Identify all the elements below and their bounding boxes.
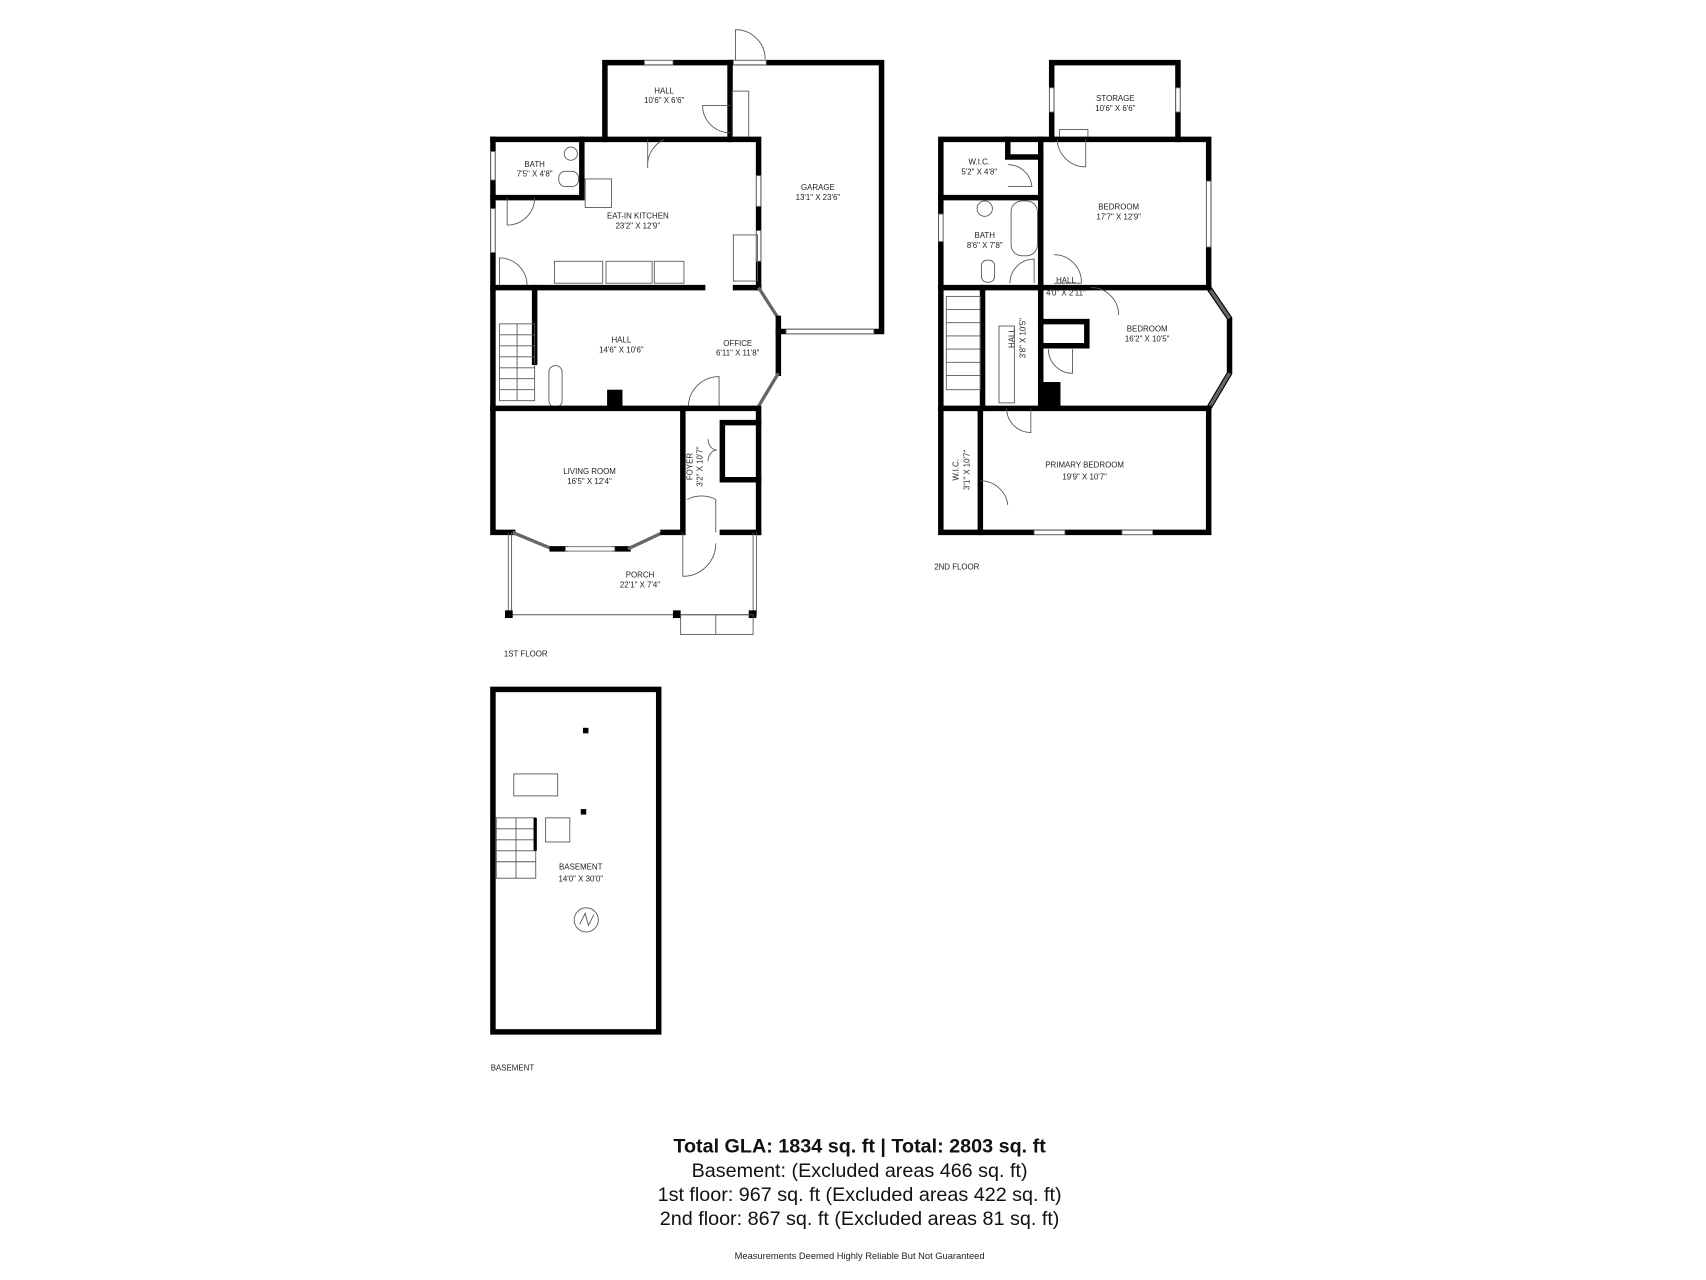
first-floor-plan: HALL 10'6" X 6'6" GARAGE 13'1" X 23'6" B… [490, 29, 885, 658]
room-name: HALL [654, 86, 674, 95]
floor-label: 1ST FLOOR [504, 649, 548, 658]
room-name: PRIMARY BEDROOM [1045, 461, 1124, 470]
room-name: LIVING ROOM [563, 467, 616, 476]
room-name: BEDROOM [1127, 325, 1168, 334]
room-name: W.I.C. [951, 459, 960, 480]
room-name: OFFICE [723, 339, 752, 348]
door-icon [702, 104, 731, 134]
room-name: HALL [611, 336, 631, 345]
first-floor-area: 1st floor: 967 sq. ft (Excluded areas 42… [658, 1184, 1062, 1206]
room-dims: 16'5" X 12'4" [567, 477, 612, 486]
room-dims: 3'1" X 10'7" [962, 450, 971, 490]
room-dims: 13'1" X 23'6" [796, 193, 841, 202]
floor-label: BASEMENT [491, 1063, 535, 1072]
water-heater-icon [573, 907, 599, 933]
porch [505, 532, 757, 635]
room-name: GARAGE [801, 183, 835, 192]
room-dims: 3'8" X 10'5" [1018, 318, 1027, 358]
room-name: BATH [974, 231, 995, 240]
second-floor-plan: STORAGE 10'6" X 6'6" W.I.C. 5'2" X 4'8" … [934, 59, 1233, 572]
room-dims: 22'1" X 7'4" [620, 580, 660, 589]
room-dims: 19'9" X 10'7" [1062, 473, 1107, 482]
room-dims: 4'0" X 2'11" [1046, 288, 1086, 297]
disclaimer: Measurements Deemed Highly Reliable But … [735, 1251, 985, 1261]
room-dims: 23'2" X 12'9" [616, 221, 661, 230]
room-name: FOYER [686, 453, 695, 480]
room-name: HALL [1007, 328, 1016, 348]
window [643, 59, 674, 66]
room-name: EAT-IN KITCHEN [607, 211, 669, 220]
total-area: Total GLA: 1834 sq. ft | Total: 2803 sq.… [673, 1136, 1046, 1158]
window [785, 328, 875, 335]
room-name: BEDROOM [1098, 203, 1139, 212]
room-dims: 17'7" X 12'9" [1096, 213, 1141, 222]
basement-area: Basement: (Excluded areas 466 sq. ft) [692, 1160, 1028, 1182]
stairs-icon [495, 817, 537, 879]
wall [490, 136, 585, 201]
sink-icon [513, 773, 559, 797]
room-dims: 7'5" X 4'8" [517, 170, 553, 179]
stairs-icon [499, 323, 563, 408]
room-dims: 3'2" X 10'7" [696, 446, 705, 486]
wall [490, 405, 762, 536]
second-floor-area: 2nd floor: 867 sq. ft (Excluded areas 81… [660, 1208, 1060, 1230]
room-dims: 6'11" X 11'8" [716, 349, 760, 358]
room-dims: 10'6" X 6'6" [644, 96, 684, 105]
door-icon [735, 29, 766, 63]
sink-icon [553, 260, 604, 284]
chimney [1042, 382, 1061, 408]
stove-icon [584, 178, 612, 208]
room-name: PORCH [626, 570, 655, 579]
basement-plan: BASEMENT 14'0" X 30'0" BASEMENT [490, 686, 662, 1072]
room-name: STORAGE [1096, 94, 1134, 103]
room-dims: 14'6" X 10'6" [599, 345, 644, 354]
wall [490, 405, 516, 536]
room-dims: 5'2" X 4'8" [961, 168, 997, 177]
area-summary: Total GLA: 1834 sq. ft | Total: 2803 sq.… [658, 1136, 1062, 1261]
stairs-icon [945, 295, 1015, 404]
room-dims: 14'0" X 30'0" [558, 875, 603, 884]
room-name: BASEMENT [559, 862, 603, 871]
room-dims: 8'6" X 7'8" [967, 241, 1003, 250]
window [732, 59, 767, 66]
room-dims: 16'2" X 10'5" [1125, 334, 1170, 343]
room-name: W.I.C. [969, 158, 990, 167]
floor-label: 2ND FLOOR [934, 563, 979, 572]
room-name: HALL [1056, 276, 1076, 285]
chimney [607, 389, 623, 408]
room-name: BATH [524, 160, 545, 169]
room-dims: 10'6" X 6'6" [1095, 104, 1135, 113]
